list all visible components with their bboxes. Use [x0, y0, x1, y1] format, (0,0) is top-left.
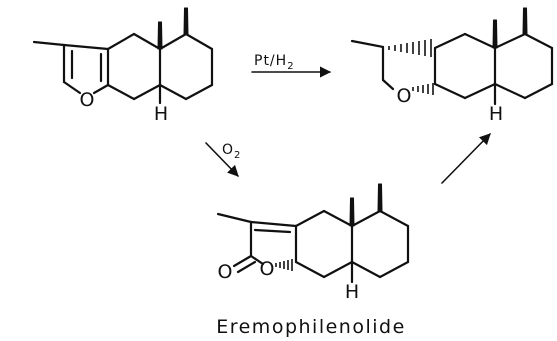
stereo-substituents	[157, 7, 189, 105]
hydrogenation-reagent: Pt/H2	[254, 53, 295, 72]
compound-name-caption: Eremophilenolide	[216, 316, 406, 338]
product-angular-methyl-wedge	[492, 19, 498, 49]
lactone-hashed-bond	[275, 259, 293, 271]
thf-ring-bonds	[350, 39, 395, 91]
secondary-methyl-wedge	[183, 7, 189, 35]
furan-oxygen: O	[80, 89, 95, 111]
hydrogenation-step: Pt/H2	[251, 53, 332, 78]
hashed-bond-top	[388, 39, 432, 57]
eremophilenolide-structure: O O H	[216, 183, 410, 303]
decalin-bonds	[106, 32, 214, 101]
hydrogenated-product: O H	[350, 7, 554, 125]
carbonyl-bond-1	[232, 254, 253, 268]
oxidation-step: O2	[205, 142, 241, 177]
product-stereo-substituents	[492, 7, 528, 106]
lactone-stereo-substituents	[349, 183, 383, 284]
starting-furanoeremophilane: O H	[32, 7, 214, 125]
product-decalin-bonds	[433, 32, 554, 100]
furan-ring-bonds	[32, 40, 110, 95]
oxidation-reagent: O2	[222, 142, 241, 161]
reduction-arrow	[441, 133, 491, 184]
lactone-secondary-methyl-wedge	[377, 183, 383, 212]
angular-methyl-wedge	[157, 21, 163, 50]
lactone-angular-methyl-wedge	[349, 197, 355, 227]
carbonyl-oxygen: O	[218, 261, 233, 283]
product-junction-hydrogen: H	[489, 103, 503, 125]
hashed-bond-bottom	[412, 83, 434, 95]
lactone-junction-hydrogen: H	[345, 281, 359, 303]
lactone-decalin-bonds	[294, 209, 410, 279]
oxidation-arrow	[205, 142, 239, 177]
thf-oxygen: O	[397, 85, 412, 107]
product-secondary-methyl-wedge	[522, 7, 528, 35]
carbonyl-bond-2	[236, 260, 257, 274]
butenolide-ring-bonds	[216, 212, 298, 274]
ring-junction-hydrogen: H	[154, 103, 168, 125]
lactone-ring-oxygen: O	[260, 258, 275, 280]
